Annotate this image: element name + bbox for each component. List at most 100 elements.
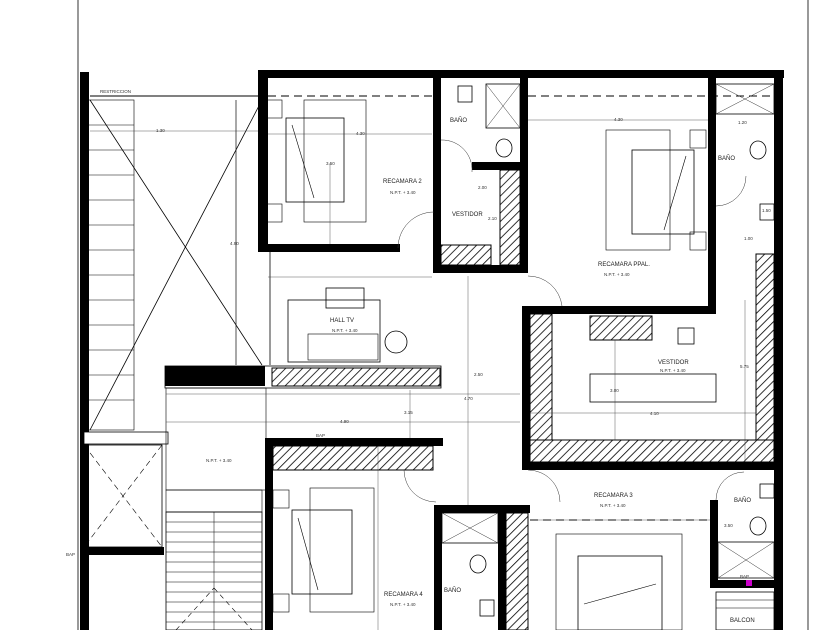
hatch-hall-bottom [271, 367, 441, 387]
wall-recamara4-top [265, 438, 443, 446]
door-swing-ppal [527, 275, 563, 307]
hatch-recamara4-top [272, 445, 434, 471]
wall-recamara4-left [265, 438, 273, 630]
label-recamara2: RECAMARA 2 [383, 179, 422, 185]
dim-120: 1.20 [738, 120, 747, 125]
toilet-ppal [749, 140, 767, 160]
sink-a [457, 85, 473, 103]
bed-recamara4 [291, 509, 353, 595]
wall-bano-c-left [434, 505, 442, 630]
side-table [384, 330, 408, 354]
npt-ppal: N.P.T. + 3.40 [604, 272, 630, 277]
dim-210: 2.10 [488, 216, 497, 221]
wall-bano-c-top [434, 505, 530, 513]
label-bano-d: BAÑO [734, 497, 751, 504]
bed-recamara3 [577, 555, 663, 630]
balcon-railing [715, 591, 775, 630]
door-swing-bano-d [715, 471, 745, 501]
label-recamara4: RECAMARA 4 [384, 592, 423, 598]
npt-vestidor: N.P.T. + 3.40 [660, 368, 686, 373]
label-hall-tv: HALL TV [330, 318, 354, 324]
stair-treads [166, 512, 262, 630]
nightstand-f [272, 593, 290, 613]
label-bano-b: BAÑO [718, 155, 735, 162]
terrace-stripes [84, 124, 134, 401]
hatch-vestidor-a [440, 244, 492, 266]
dim-430b: 4.30 [614, 117, 623, 122]
dim-315: 3.15 [404, 410, 413, 415]
balcon-stripes [716, 599, 774, 609]
dim-250: 2.50 [474, 372, 483, 377]
tv-unit [325, 287, 365, 309]
label-vestidor-b: VESTIDOR [658, 360, 689, 366]
sink-d [759, 483, 775, 499]
hatch-ppal-right [755, 253, 775, 463]
hatch-bano-c [505, 512, 529, 630]
stair-top-rail [165, 489, 263, 513]
wall-recamara2-left [258, 70, 268, 252]
shower-a [485, 83, 521, 129]
npt-recamara3: N.P.T. + 3.40 [600, 503, 626, 508]
shower-ppal-diag2 [715, 83, 775, 115]
label-recamara-ppal: RECAMARA PPAL. [598, 262, 650, 268]
door-swing-recamara3 [527, 469, 561, 503]
label-bap-a: BAP [316, 433, 325, 438]
dim-430: 4.30 [356, 131, 365, 136]
dim-490b: 4.90 [340, 419, 349, 424]
sofa [287, 299, 381, 363]
nightstand-d [689, 231, 707, 251]
dim-410: 4.10 [650, 411, 659, 416]
sink-ppal [759, 203, 775, 221]
dim-100: 1.00 [744, 236, 753, 241]
void-cross [89, 99, 263, 431]
label-bano-c: BAÑO [444, 587, 461, 594]
wall-vestidor-b-left [522, 306, 530, 470]
hall-lower-outline [165, 387, 267, 491]
door-swing-bano-b [715, 175, 747, 207]
label-bano-a: BAÑO [450, 117, 467, 124]
dimension-lines [90, 100, 756, 630]
shower-ppal [715, 83, 775, 115]
vestidor-stool [677, 327, 695, 345]
bed-frame-ppal [605, 129, 671, 251]
marker-square [746, 580, 752, 586]
wall-vestidor-b-bottom [522, 462, 782, 470]
sofa-inner [307, 333, 379, 361]
nightstand-e [272, 489, 290, 509]
shower-d-diag2 [717, 541, 775, 579]
hall-ledge [164, 365, 442, 389]
label-balcon: BALCON [730, 618, 755, 624]
bed-fold-ppal [663, 155, 687, 231]
stair-landing-cross [175, 587, 253, 630]
railing-left [83, 431, 169, 445]
bed-fold-recamara4 [297, 517, 319, 591]
wall-bano-a-right [520, 78, 528, 273]
dim-150: 1.50 [762, 208, 771, 213]
dim-300: 3.00 [610, 388, 619, 393]
door-swing-recamara4 [403, 469, 437, 503]
label-bap-c: BAP [740, 574, 749, 579]
dim-350b: 3.50 [724, 523, 733, 528]
door-swing-hall [397, 211, 435, 249]
wall-left-exterior [80, 72, 89, 630]
npt-hall: N.P.T. + 3.40 [332, 328, 358, 333]
shower-c [441, 512, 499, 544]
vestidor-island [589, 373, 717, 403]
npt-hall-lower: N.P.T. + 3.40 [206, 458, 232, 463]
nightstand-c [689, 129, 707, 149]
bed-frame-recamara4 [309, 487, 375, 613]
sink-c [479, 599, 495, 617]
shower-c-diag2 [441, 512, 499, 544]
wall-lower-left [80, 547, 164, 555]
label-vestidor-a: VESTIDOR [452, 212, 483, 218]
nightstand-a [265, 99, 283, 119]
hatch-vestidor-a-side [499, 169, 521, 266]
dim-470: 4.70 [464, 396, 473, 401]
bed-fold-recamara3 [583, 583, 657, 605]
label-recamara3: RECAMARA 3 [594, 493, 633, 499]
toilet-c [469, 554, 487, 574]
wall-bano-a-mid [472, 162, 528, 170]
toilet-a [495, 138, 513, 158]
dim-200: 2.00 [478, 185, 487, 190]
